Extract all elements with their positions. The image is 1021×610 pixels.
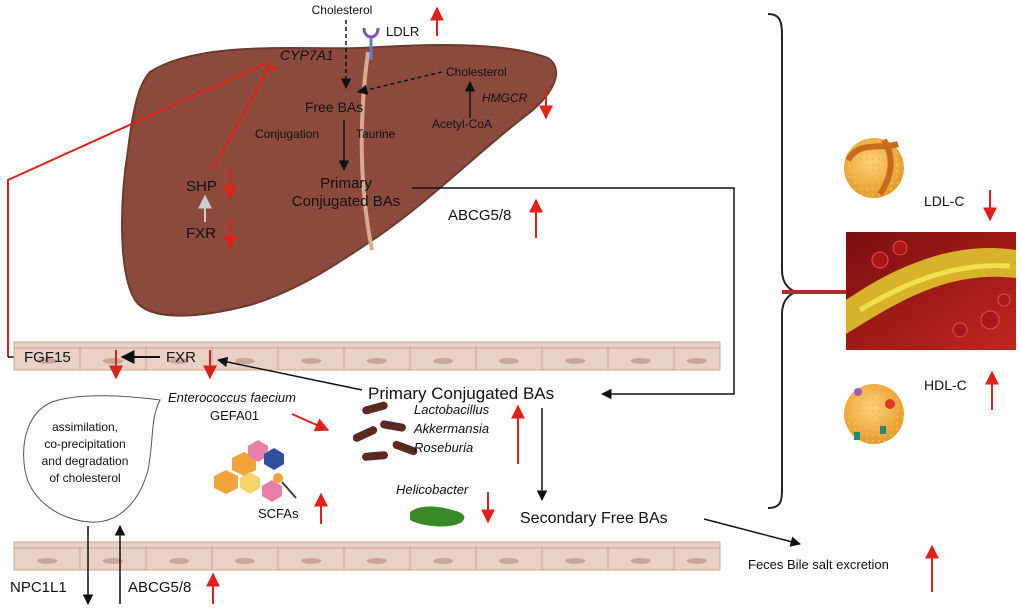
- cholesterol-to-freebas-arrow: [356, 71, 443, 95]
- bile-secretion-arrow: [412, 187, 735, 400]
- cyp7a1-label: CYP7A1: [280, 47, 334, 63]
- ldl-particle-icon: [844, 138, 904, 198]
- helicobacter-label: Helicobacter: [396, 482, 469, 497]
- intestine-lower-wall: [13, 541, 721, 571]
- gut-bacteria-icon: [352, 401, 418, 461]
- shp-inhibits-cyp7a1-line: [211, 65, 271, 171]
- scfas-label: SCFAs: [258, 506, 299, 521]
- conjugated-bas-label-liver: Conjugated BAs: [292, 193, 400, 210]
- bas-activate-fxr-arrow: [216, 356, 363, 391]
- bubble-line-1: assimilation,: [52, 420, 118, 434]
- secondary-free-bas-label: Secondary Free BAs: [520, 510, 668, 527]
- fgf15-feedback-red-line: [7, 63, 265, 357]
- cholesterol-metabolism-bubble: [23, 395, 161, 523]
- excretion-arrow: [703, 518, 802, 547]
- free-bas-label: Free BAs: [305, 99, 363, 115]
- akkermansia-label: Akkermansia: [413, 421, 489, 436]
- enterococcus-label: Enterococcus faecium: [168, 390, 296, 405]
- primary-conjugated-intestine-label: Primary Conjugated BAs: [368, 384, 554, 403]
- gefa01-to-bacteria-arrow: [291, 413, 330, 432]
- shp-label: SHP: [186, 178, 217, 195]
- hdl-c-label: HDL-C: [924, 377, 967, 393]
- scfa-molecules-icon: [214, 440, 297, 502]
- lactobacillus-label: Lactobacillus: [414, 402, 490, 417]
- fxr-liver-label: FXR: [186, 225, 216, 242]
- abcg58-intestine-label: ABCG5/8: [128, 579, 191, 596]
- ldlr-receptor-icon: [362, 27, 380, 60]
- feces-excretion-label: Feces Bile salt excretion: [748, 557, 889, 572]
- gefa01-label: GEFA01: [210, 408, 259, 423]
- cholesterol-top-label: Cholesterol: [312, 3, 373, 17]
- right-brace: [767, 13, 801, 509]
- conjugation-label: Conjugation: [255, 127, 319, 141]
- intestine-upper-wall: [13, 341, 721, 371]
- abcg58-liver-label: ABCG5/8: [448, 207, 511, 224]
- ldlr-label: LDLR: [386, 24, 419, 39]
- roseburia-label: Roseburia: [414, 440, 473, 455]
- bubble-line-3: and degradation: [42, 454, 129, 468]
- hmgcr-label: HMGCR: [482, 91, 528, 105]
- primary-label-liver: Primary: [320, 175, 372, 192]
- fgf15-label: FGF15: [24, 349, 71, 366]
- bubble-line-4: of cholesterol: [49, 471, 120, 485]
- artery-plaque-image: [846, 232, 1016, 350]
- hdl-particle-icon: [844, 384, 904, 444]
- acetyl-coa-label: Acetyl-CoA: [432, 117, 492, 131]
- liver-ligament: [359, 51, 374, 251]
- fxr-intestine-label: FXR: [166, 349, 196, 366]
- shp-inhibit-bar: [263, 60, 277, 72]
- helicobacter-icon: [410, 506, 465, 527]
- taurine-label: Taurine: [356, 127, 396, 141]
- npc1l1-label: NPC1L1: [10, 579, 67, 596]
- bubble-line-2: co-precipitation: [44, 437, 125, 451]
- cholesterol-synthesis-label: Cholesterol: [446, 65, 507, 79]
- ldl-c-label: LDL-C: [924, 193, 964, 209]
